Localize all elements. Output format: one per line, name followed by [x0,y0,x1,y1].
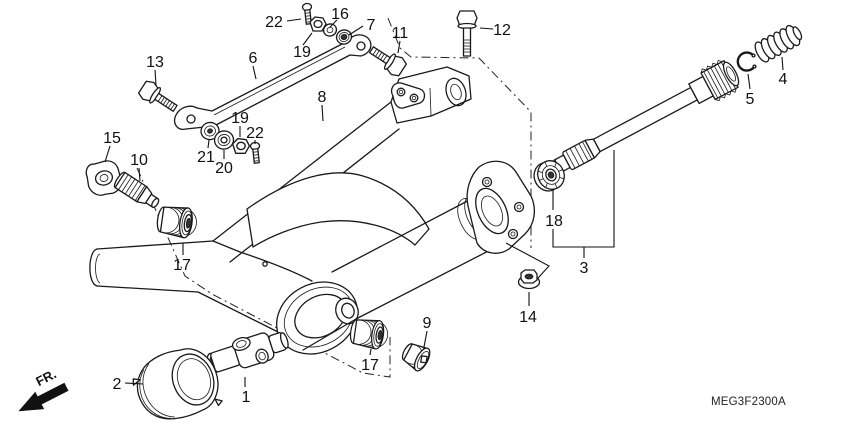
final-drive-flange [466,160,536,254]
part-20-collar [213,130,235,150]
part-label-11: 11 [392,25,409,42]
part-label-15: 15 [103,130,121,147]
part-label-5: 5 [746,91,755,108]
part-12-bolt [456,10,478,57]
part-label-1: 1 [242,389,251,406]
part-9-plug [401,343,431,372]
part-label-7: 7 [367,17,376,34]
part-label-18: 18 [545,213,563,230]
part-label-22b: 22 [246,125,264,142]
part-label-21: 21 [197,149,215,166]
part-16-washer [322,23,338,37]
part-6-torque-link [173,34,372,130]
flange-bolt-holes [481,176,525,240]
part-15-cap [85,160,122,196]
fr-label-text: FR. [33,366,58,389]
part-label-8: 8 [318,89,327,106]
swingarm-side-boss [335,297,359,325]
part-label-10: 10 [130,152,148,169]
part-label-17a: 17 [173,257,191,274]
part-14-nut [517,269,541,290]
part-label-9: 9 [423,315,432,332]
part-label-14: 14 [519,309,537,326]
part-label-3: 3 [580,260,589,277]
part-13-bolt [137,80,178,112]
part-11-bolt [368,46,408,77]
part-2-boot [132,348,223,420]
part-label-17b: 17 [361,357,379,374]
part-label-4: 4 [779,71,788,88]
part-label-19a: 19 [293,44,311,61]
part-label-6: 6 [249,50,258,67]
part-5-circlip [736,51,757,72]
part-22-screw-bottom [249,141,262,165]
part-17-bushing-right [348,316,391,351]
part-label-19b: 19 [231,110,249,127]
part-label-12: 12 [493,22,511,39]
swingarm-drawing [89,66,536,355]
fr-direction-arrow: FR. [18,366,69,412]
part-label-22a: 22 [265,14,283,31]
part-17-bushing-left [154,203,200,240]
part-4-spring [754,24,803,63]
part-label-13: 13 [146,54,164,71]
part-18-bearing [533,160,565,192]
part-21-washer [200,121,220,141]
part-label-20: 20 [215,160,233,177]
part-label-16: 16 [331,6,349,23]
part-label-2: 2 [113,376,122,393]
part-7-washer [335,29,353,45]
leader-lines [104,18,784,387]
diagram-code: MEG3F2300A [711,396,786,408]
part-10-adjusting-bolt [113,171,160,208]
part-3-propeller-shaft [553,59,740,173]
